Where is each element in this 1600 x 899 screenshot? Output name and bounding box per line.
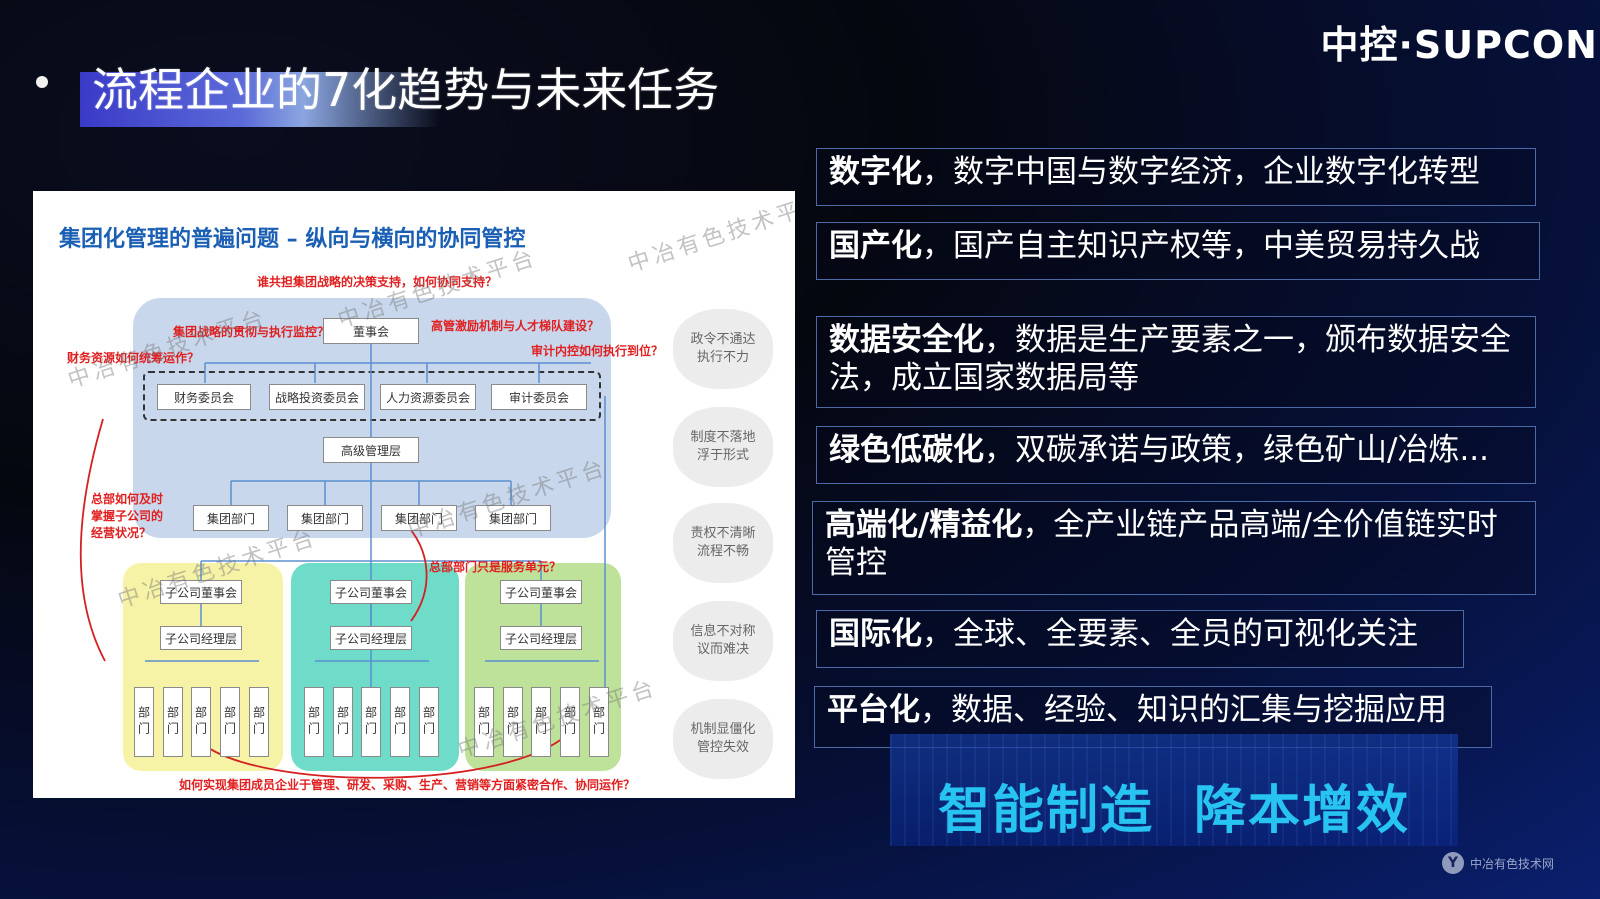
node-group-dept: 集团部门 — [287, 505, 363, 531]
note-collaboration: 如何实现集团成员企业于管理、研发、采购、生产、营销等方面紧密合作、协同运作？ — [179, 778, 636, 792]
node-dept: 部门 — [134, 687, 154, 757]
node-sub-mgmt: 子公司经理层 — [500, 626, 582, 650]
trend-item-high-end: 高端化/精益化，全产业链产品高端/全价值链实时管控 — [812, 501, 1536, 595]
node-sub-mgmt: 子公司经理层 — [330, 626, 412, 650]
trend-item-data-security: 数据安全化，数据是生产要素之一，颁布数据安全法，成立国家数据局等 — [816, 316, 1536, 408]
node-committee: 战略投资委员会 — [269, 384, 365, 410]
org-diagram-image: 集团化管理的普遍问题 – 纵向与横向的协同管控 — [33, 191, 795, 798]
title-highlight-bar — [80, 72, 440, 127]
node-committee: 财务委员会 — [157, 384, 251, 410]
node-dept: 部门 — [333, 687, 353, 757]
committee-group — [143, 371, 601, 421]
slogan-banner: 智能制造降本增效 — [890, 734, 1458, 846]
footer-watermark: Y 中冶有色技术网 — [1441, 852, 1554, 874]
note-service-unit: 总部部门只是服务单元？ — [429, 560, 562, 574]
trend-item-digital: 数字化，数字中国与数字经济，企业数字化转型 — [816, 148, 1536, 206]
node-dept: 部门 — [361, 687, 381, 757]
diagram-title: 集团化管理的普遍问题 – 纵向与横向的协同管控 — [59, 227, 526, 252]
node-group-dept: 集团部门 — [381, 505, 457, 531]
node-dept: 部门 — [220, 687, 240, 757]
title-bullet-icon — [36, 76, 48, 88]
node-group-dept: 集团部门 — [475, 505, 551, 531]
node-dept: 部门 — [560, 687, 580, 757]
trend-item-domestic: 国产化，国产自主知识产权等，中美贸易持久战 — [816, 222, 1540, 280]
note-finance: 财务资源如何统筹运作？ — [67, 351, 200, 365]
node-dept: 部门 — [191, 687, 211, 757]
node-dept: 部门 — [304, 687, 324, 757]
note-hq-grasp: 总部如何及时掌握子公司的经营状况？ — [91, 492, 164, 540]
node-committee: 审计委员会 — [491, 384, 587, 410]
node-sub-board: 子公司董事会 — [500, 580, 582, 604]
slide-title: 流程企业的7化趋势与未来任务 — [92, 63, 720, 117]
node-sub-board: 子公司董事会 — [160, 580, 242, 604]
problem-cloud: 制度不落地 浮于形式 — [673, 407, 773, 487]
problem-cloud: 机制显僵化 管控失效 — [673, 699, 773, 779]
problem-cloud: 政令不通达 执行不力 — [673, 309, 773, 389]
node-committee: 人力资源委员会 — [380, 384, 476, 410]
node-board: 董事会 — [323, 318, 419, 344]
problem-cloud: 信息不对称 议而难决 — [673, 601, 773, 681]
node-dept: 部门 — [531, 687, 551, 757]
node-sub-board: 子公司董事会 — [330, 580, 412, 604]
node-dept: 部门 — [589, 687, 609, 757]
note-decision-support: 谁共担集团战略的决策支持，如何协同支持？ — [257, 275, 498, 289]
trend-item-international: 国际化，全球、全要素、全员的可视化关注 — [816, 610, 1464, 668]
node-sub-mgmt: 子公司经理层 — [160, 626, 242, 650]
node-dept: 部门 — [419, 687, 439, 757]
trend-item-green: 绿色低碳化，双碳承诺与政策，绿色矿山/冶炼... — [816, 426, 1536, 484]
circuit-pattern — [890, 734, 1458, 846]
note-hr: 高管激励机制与人才梯队建设？ — [431, 319, 600, 333]
node-senior-mgmt: 高级管理层 — [323, 437, 419, 463]
node-dept: 部门 — [474, 687, 494, 757]
problem-cloud: 责权不清晰 流程不畅 — [673, 503, 773, 583]
slogan-text: 智能制造降本增效 — [937, 781, 1411, 841]
node-dept: 部门 — [390, 687, 410, 757]
note-strategy-monitor: 集团战略的贯彻与执行监控？ — [173, 325, 330, 339]
note-audit: 审计内控如何执行到位？ — [531, 344, 664, 358]
node-dept: 部门 — [503, 687, 523, 757]
supcon-logo: 中控·SUPCON — [1320, 23, 1598, 67]
node-dept: 部门 — [163, 687, 183, 757]
node-dept: 部门 — [249, 687, 269, 757]
site-name: 中冶有色技术网 — [1469, 856, 1554, 871]
node-group-dept: 集团部门 — [193, 505, 269, 531]
site-logo-icon: Y — [1441, 852, 1464, 874]
